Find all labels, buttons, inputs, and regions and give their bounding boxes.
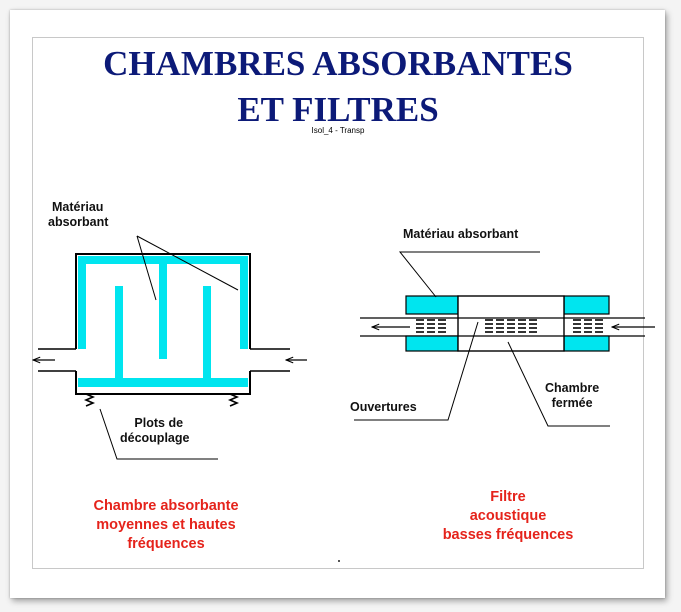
caption-line: moyennes et hautes — [96, 517, 236, 533]
absorbent-chamber — [33, 235, 307, 460]
label-openings: Ouvertures — [350, 400, 417, 414]
perforations-left — [416, 319, 446, 333]
caption-line: fréquences — [127, 536, 205, 552]
label-line: Plots de — [134, 416, 184, 430]
slide-title-line1: CHAMBRES ABSORBANTES — [103, 44, 573, 83]
label-line: absorbant — [48, 215, 109, 229]
mount-left — [83, 393, 96, 407]
leader-material-2 — [136, 235, 239, 291]
absorbent-end-right-bottom — [563, 335, 610, 352]
baffle-1 — [115, 286, 123, 378]
baffle-2 — [159, 264, 167, 359]
page-dot — [338, 560, 340, 562]
caption-line: acoustique — [469, 508, 547, 524]
slide-subtitle: Isol_4 - Transp — [311, 126, 365, 135]
chamber-casing — [75, 253, 251, 395]
label-decoupling-mounts: Plots de découplage — [120, 416, 189, 446]
leader-mounts — [99, 408, 218, 460]
slide-title-line2: ET FILTRES — [237, 90, 439, 129]
perforations-center — [485, 319, 537, 333]
baffle-3 — [203, 286, 211, 378]
label-material-absorbent-left: Matériau absorbant — [48, 200, 108, 230]
absorbent-right-wall — [240, 264, 248, 349]
absorbent-end-right-top — [563, 295, 610, 315]
label-line: fermée — [551, 396, 593, 410]
label-line: découplage — [120, 431, 190, 445]
leader-material-1 — [136, 235, 157, 301]
slide-border — [32, 37, 644, 569]
perforations-right — [573, 319, 603, 333]
acoustic-filter — [354, 251, 655, 427]
label-closed-chamber: Chambre fermée — [545, 381, 599, 411]
leader-filter-material — [398, 251, 540, 298]
absorbent-top — [78, 256, 248, 264]
mount-right — [227, 393, 240, 407]
label-material-absorbent-right: Matériau absorbant — [403, 227, 519, 241]
label-line: Matériau — [52, 200, 104, 214]
absorbent-bottom — [78, 378, 248, 387]
absorbent-end-left-top — [405, 295, 459, 315]
caption-line: Chambre absorbante — [93, 498, 239, 514]
absorbent-left-wall — [78, 264, 86, 349]
caption-line: basses fréquences — [442, 527, 574, 543]
caption-acoustic-filter: Filtre acoustique basses fréquences — [398, 488, 618, 545]
leader-openings — [354, 321, 479, 421]
absorbent-end-left-bottom — [405, 335, 459, 352]
caption-line: Filtre — [490, 489, 526, 505]
leader-chamber — [507, 341, 610, 427]
label-line: Chambre — [545, 381, 600, 395]
caption-absorbent-chamber: Chambre absorbante moyennes et hautes fr… — [56, 497, 276, 554]
